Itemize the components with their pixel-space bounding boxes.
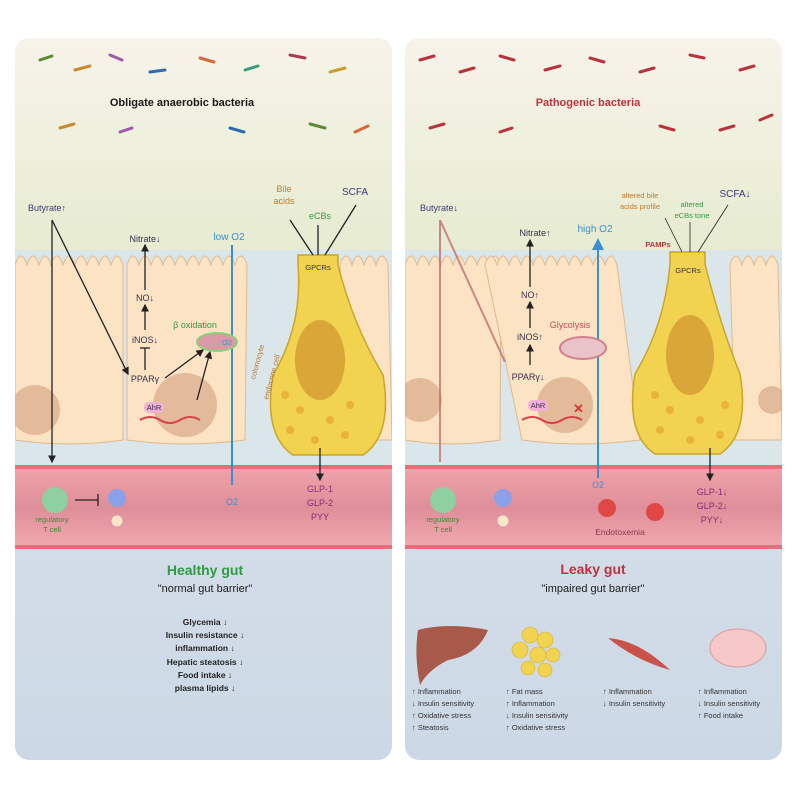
leaky-title: Leaky gut	[560, 561, 626, 577]
bile-label: Bile	[276, 184, 291, 194]
healthy-gut-panel: Obligate anaerobic bacteria Butyrate↑ Ni…	[15, 38, 392, 760]
mitochondrion-icon	[559, 336, 607, 360]
blocked-transcription-icon: ✕	[573, 401, 584, 416]
bile-label-2: acids profile	[620, 202, 660, 211]
ahr-icon	[528, 400, 548, 411]
organ-effect: ↑ Inflammation	[412, 687, 461, 696]
no-label: NO↑	[521, 290, 539, 300]
acids-label: acids	[273, 196, 295, 206]
organ-effect: ↑ Inflammation	[603, 687, 652, 696]
regulatory-t-cell-icon	[430, 487, 456, 513]
bacteria-label: Obligate anaerobic bacteria	[110, 97, 255, 109]
organ-effect: ↑ Steatosis	[412, 723, 449, 732]
o2-label: O2	[226, 497, 238, 507]
anaerobic-bacteria-icons	[38, 53, 370, 134]
dna-icon	[139, 416, 201, 424]
immune-cell-icon	[494, 489, 512, 507]
glp2-label: GLP-2↓	[697, 501, 728, 511]
organ-effect: ↑ Oxidative stress	[412, 711, 471, 720]
brain-icon	[709, 628, 767, 668]
pyy-label: PYY↓	[701, 515, 724, 525]
ppar-label: PPARγ↓	[512, 372, 545, 382]
scfa-label: SCFA↓	[719, 189, 750, 200]
organ-effect: ↓ Insulin sensitivity	[506, 711, 568, 720]
endotoxemia-label: Endotoxemia	[595, 527, 645, 537]
gpcrs-label: GPCRs	[675, 266, 701, 275]
leaky-subtitle: "impaired gut barrier"	[541, 583, 644, 595]
organ-effect: ↓ Insulin sensitivity	[603, 699, 665, 708]
dna-icon	[521, 416, 583, 424]
butyrate-label: Butyrate↓	[420, 203, 458, 213]
ahr-label: AhR	[147, 403, 162, 412]
effect-item: Glycemia ↓	[183, 617, 227, 627]
mito-o2-label: O2	[222, 338, 232, 347]
treg-label-2: T cell	[434, 525, 452, 534]
blood-vessel	[405, 467, 782, 549]
effect-item: inflammation ↓	[175, 643, 235, 653]
ahr-icon	[144, 402, 164, 413]
low-o2-label: low O2	[213, 232, 245, 243]
nitrate-label: Nitrate↓	[129, 234, 160, 244]
ahr-label: AhR	[531, 401, 546, 410]
treg-label-1: regulatory	[35, 515, 69, 524]
bile-label-1: altered bile	[622, 191, 659, 200]
cytokine-icon	[496, 514, 510, 528]
scfa-label: SCFA	[342, 187, 368, 198]
organ-effect: ↑ Inflammation	[506, 699, 555, 708]
leaky-gut-panel: Pathogenic bacteria ✕ Butyrate↓ Nitrate↑…	[405, 38, 782, 760]
effect-item: plasma lipids ↓	[175, 683, 235, 693]
blood-vessel	[15, 467, 392, 549]
immune-cell-icon	[108, 489, 126, 507]
ecbs-label-2: eCBs tone	[674, 211, 709, 220]
beta-oxidation-label: β oxidation	[173, 320, 217, 330]
organ-effect: ↑ Inflammation	[698, 687, 747, 696]
nitrate-label: Nitrate↑	[519, 228, 550, 238]
organ-effect: ↑ Fat mass	[506, 687, 543, 696]
effect-item: Hepatic steatosis ↓	[167, 657, 244, 667]
regulatory-t-cell-icon	[42, 487, 68, 513]
glp1-label: GLP-1↓	[697, 487, 728, 497]
treg-label-1: regulatory	[426, 515, 460, 524]
ecbs-label: eCBs	[309, 211, 332, 221]
healthy-title: Healthy gut	[167, 562, 244, 578]
brain-effects: ↑ Inflammation ↓ Insulin sensitivity ↑ F…	[698, 687, 760, 720]
glp2-label: GLP-2	[307, 498, 333, 508]
liver-icon	[416, 626, 488, 685]
organ-effect: ↓ Insulin sensitivity	[412, 699, 474, 708]
o2-label: O2	[592, 480, 604, 490]
muscle-effects: ↑ Inflammation ↓ Insulin sensitivity	[603, 687, 665, 708]
pamps-label: PAMPs	[645, 240, 670, 249]
butyrate-label: Butyrate↑	[28, 203, 66, 213]
ecbs-label-1: altered	[681, 200, 704, 209]
gpcrs-label: GPCRs	[305, 263, 331, 272]
liver-effects: ↑ Inflammation ↓ Insulin sensitivity ↑ O…	[412, 687, 474, 732]
effect-item: Insulin resistance ↓	[166, 630, 244, 640]
effect-item: Food intake ↓	[178, 670, 232, 680]
pyy-label: PYY	[311, 512, 329, 522]
glp1-label: GLP-1	[307, 484, 333, 494]
ppar-label: PPARγ	[131, 374, 160, 384]
mitochondrion-icon	[196, 332, 238, 352]
cytokine-icon	[110, 514, 124, 528]
healthy-effects-list: Glycemia ↓ Insulin resistance ↓ inflamma…	[166, 617, 244, 693]
adipose-icon	[511, 626, 561, 678]
inos-label: iNOS↓	[132, 335, 158, 345]
inos-label: iNOS↑	[517, 332, 543, 342]
glycolysis-label: Glycolysis	[550, 320, 591, 330]
organ-effect: ↑ Oxidative stress	[506, 723, 565, 732]
inflammatory-cell-icon	[646, 503, 664, 521]
healthy-subtitle: "normal gut barrier"	[158, 583, 253, 595]
pathogenic-bacteria-icons	[418, 53, 774, 134]
high-o2-label: high O2	[577, 224, 612, 235]
no-label: NO↓	[136, 293, 154, 303]
adipose-effects: ↑ Fat mass ↑ Inflammation ↓ Insulin sens…	[506, 687, 568, 732]
inflammatory-cell-icon	[598, 499, 616, 517]
organ-effect: ↑ Food intake	[698, 711, 743, 720]
organ-effect: ↓ Insulin sensitivity	[698, 699, 760, 708]
bacteria-label: Pathogenic bacteria	[536, 97, 641, 109]
muscle-icon	[608, 638, 670, 670]
treg-label-2: T cell	[43, 525, 61, 534]
